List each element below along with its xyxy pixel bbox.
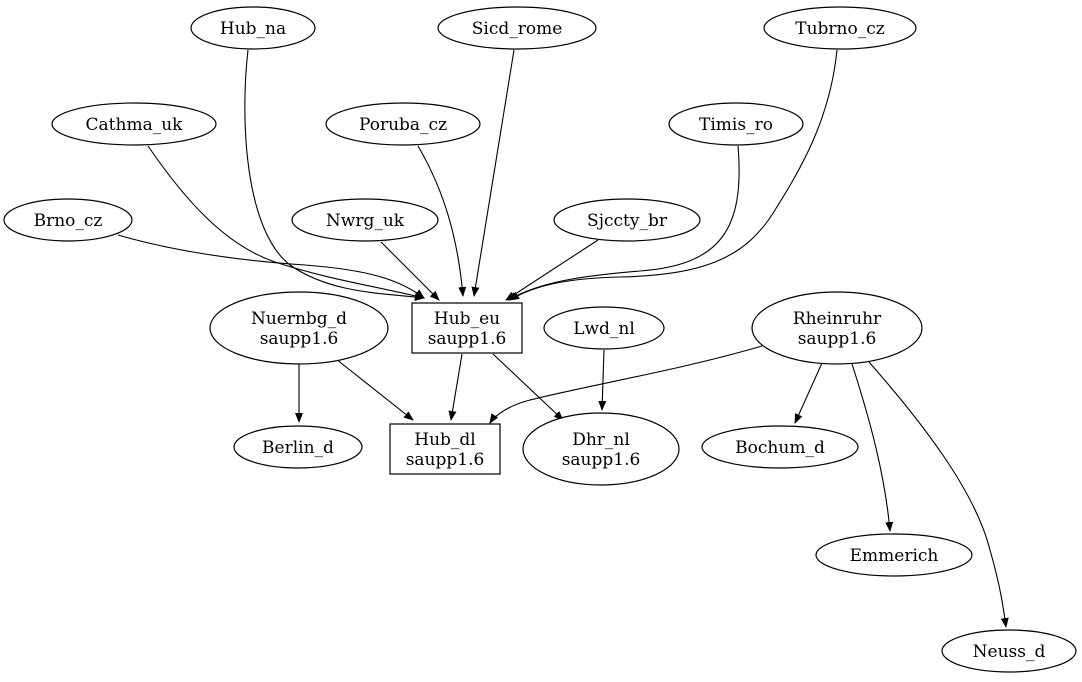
edge-rheinruhr-to-neuss_d bbox=[868, 361, 1009, 628]
node-ellipse bbox=[668, 102, 804, 146]
node-ellipse bbox=[437, 6, 597, 50]
node-label: Nuernbg_d bbox=[251, 309, 347, 329]
node-bochum_d: Bochum_d bbox=[701, 425, 859, 469]
node-lwd_nl: Lwd_nl bbox=[543, 306, 665, 350]
node-ellipse bbox=[522, 412, 680, 486]
node-sublabel: saupp1.6 bbox=[260, 329, 339, 349]
edge-timis_ro-to-hub_eu bbox=[507, 145, 740, 301]
node-label: Neuss_d bbox=[973, 642, 1046, 662]
node-ellipse bbox=[553, 198, 701, 242]
node-ellipse bbox=[3, 198, 133, 242]
node-ellipse bbox=[763, 6, 917, 50]
edge-tubrno_cz-to-hub_eu bbox=[509, 49, 838, 301]
node-label: Emmerich bbox=[850, 546, 939, 566]
edge-rheinruhr-to-hub_dl bbox=[489, 345, 763, 424]
node-label: Dhr_nl bbox=[572, 430, 630, 450]
node-brno_cz: Brno_cz bbox=[3, 198, 133, 242]
node-emmerich: Emmerich bbox=[815, 533, 973, 577]
edge-brno_cz-to-hub_eu bbox=[117, 234, 425, 299]
node-sjccty_br: Sjccty_br bbox=[553, 198, 701, 242]
node-box bbox=[389, 423, 501, 475]
node-nwrg_uk: Nwrg_uk bbox=[291, 198, 439, 242]
node-label: Hub_na bbox=[220, 19, 286, 39]
node-berlin_d: Berlin_d bbox=[233, 425, 363, 469]
node-sublabel: saupp1.6 bbox=[406, 450, 485, 470]
node-ellipse bbox=[941, 629, 1077, 673]
node-ellipse bbox=[325, 102, 481, 146]
node-cathma_uk: Cathma_uk bbox=[51, 102, 217, 146]
edges-layer bbox=[117, 49, 1009, 628]
node-timis_ro: Timis_ro bbox=[668, 102, 804, 146]
node-ellipse bbox=[751, 291, 923, 365]
edge-rheinruhr-to-emmerich bbox=[851, 363, 894, 532]
node-label: Berlin_d bbox=[262, 438, 334, 458]
node-sublabel: saupp1.6 bbox=[428, 329, 507, 349]
node-ellipse bbox=[51, 102, 217, 146]
node-label: Hub_dl bbox=[414, 430, 475, 450]
edge-sjccty_br-to-hub_eu bbox=[505, 239, 599, 301]
edge-hub_na-to-hub_eu bbox=[244, 49, 425, 301]
node-label: Bochum_d bbox=[735, 438, 825, 458]
node-label: Poruba_cz bbox=[359, 115, 447, 135]
edge-poruba_cz-to-hub_eu bbox=[417, 145, 467, 297]
node-label: Tubrno_cz bbox=[795, 19, 885, 39]
node-label: Sjccty_br bbox=[587, 211, 668, 231]
node-ellipse bbox=[701, 425, 859, 469]
node-tubrno_cz: Tubrno_cz bbox=[763, 6, 917, 50]
edge-nuernbg_d-to-hub_dl bbox=[335, 358, 414, 421]
node-label: Lwd_nl bbox=[573, 319, 635, 339]
node-box bbox=[411, 302, 523, 354]
node-label: Brno_cz bbox=[34, 211, 103, 231]
node-neuss_d: Neuss_d bbox=[941, 629, 1077, 673]
edge-rheinruhr-to-bochum_d bbox=[794, 362, 823, 424]
edge-cathma_uk-to-hub_eu bbox=[147, 145, 425, 300]
node-sicd_rome: Sicd_rome bbox=[437, 6, 597, 50]
node-sublabel: saupp1.6 bbox=[562, 450, 641, 470]
node-ellipse bbox=[190, 6, 316, 50]
node-label: Cathma_uk bbox=[86, 115, 184, 135]
edge-nwrg_uk-to-hub_eu bbox=[380, 241, 440, 301]
node-label: Rheinruhr bbox=[793, 309, 882, 329]
node-hub_na: Hub_na bbox=[190, 6, 316, 50]
node-poruba_cz: Poruba_cz bbox=[325, 102, 481, 146]
node-ellipse bbox=[543, 306, 665, 350]
node-label: Nwrg_uk bbox=[326, 211, 405, 231]
node-label: Sicd_rome bbox=[472, 19, 563, 39]
edge-sicd_rome-to-hub_eu bbox=[471, 49, 515, 297]
node-ellipse bbox=[233, 425, 363, 469]
node-ellipse bbox=[291, 198, 439, 242]
node-label: Timis_ro bbox=[699, 115, 773, 135]
node-label: Hub_eu bbox=[434, 309, 500, 329]
node-ellipse bbox=[815, 533, 973, 577]
node-sublabel: saupp1.6 bbox=[798, 329, 877, 349]
edge-lwd_nl-to-dhr_nl bbox=[598, 349, 607, 411]
edge-hub_eu-to-dhr_nl bbox=[492, 353, 564, 421]
node-ellipse bbox=[209, 291, 389, 365]
edge-hub_eu-to-hub_dl bbox=[448, 353, 463, 421]
